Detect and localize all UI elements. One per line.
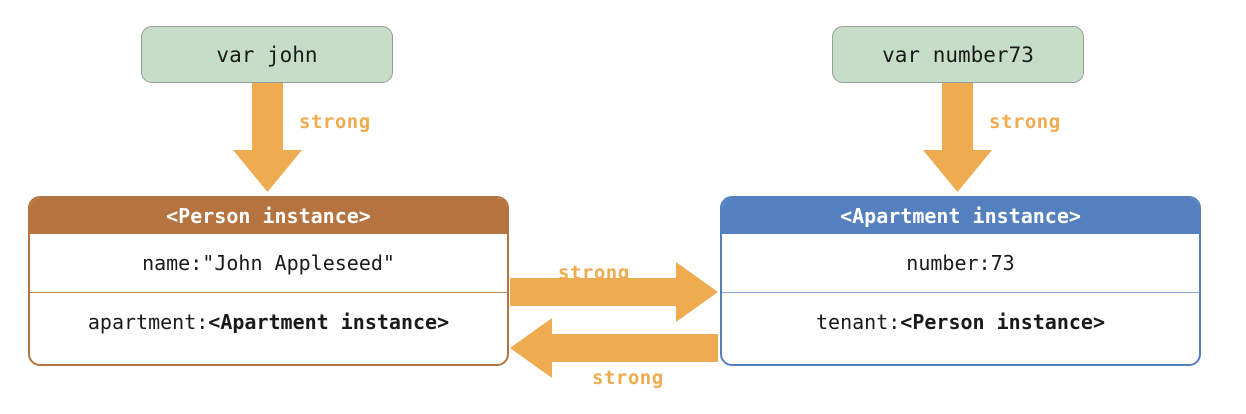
instance-header-person: <Person instance> [30, 198, 507, 234]
instance-row-apartment-tenant: tenant: <Person instance> [722, 292, 1199, 351]
instance-row-apartment-tenant-key: tenant: [816, 310, 901, 334]
arrow-number73-to-apartment [923, 82, 992, 192]
instance-row-apartment-number-key: number: [906, 251, 991, 275]
instance-header-apartment: <Apartment instance> [722, 198, 1199, 234]
variable-box-john[interactable]: var john [141, 26, 393, 83]
arrow-label-john-to-person: strong [299, 111, 371, 133]
arrow-label-number73-to-apartment: strong [989, 111, 1061, 133]
instance-row-person-name-value: "John Appleseed" [202, 251, 395, 275]
variable-box-number73[interactable]: var number73 [832, 26, 1084, 83]
variable-label-john: var john [216, 42, 318, 67]
variable-label-number73: var number73 [882, 42, 1034, 67]
instance-row-apartment-number-value: 73 [990, 251, 1015, 275]
instance-row-person-name-key: name: [142, 251, 203, 275]
instance-box-apartment[interactable]: <Apartment instance> number: 73 tenant: … [720, 196, 1201, 366]
instance-row-apartment-number: number: 73 [722, 234, 1199, 292]
instance-row-apartment-tenant-value: <Person instance> [900, 310, 1105, 334]
arrow-label-apartment-to-person: strong [592, 367, 664, 389]
instance-row-person-name: name: "John Appleseed" [30, 234, 507, 292]
instance-row-person-apartment: apartment: <Apartment instance> [30, 292, 507, 351]
arrow-label-person-to-apartment: strong [558, 262, 630, 284]
instance-row-person-apartment-key: apartment: [87, 310, 209, 334]
instance-box-person[interactable]: <Person instance> name: "John Appleseed"… [28, 196, 509, 366]
instance-row-person-apartment-value: <Apartment instance> [208, 310, 450, 334]
arrow-john-to-person [233, 82, 302, 192]
